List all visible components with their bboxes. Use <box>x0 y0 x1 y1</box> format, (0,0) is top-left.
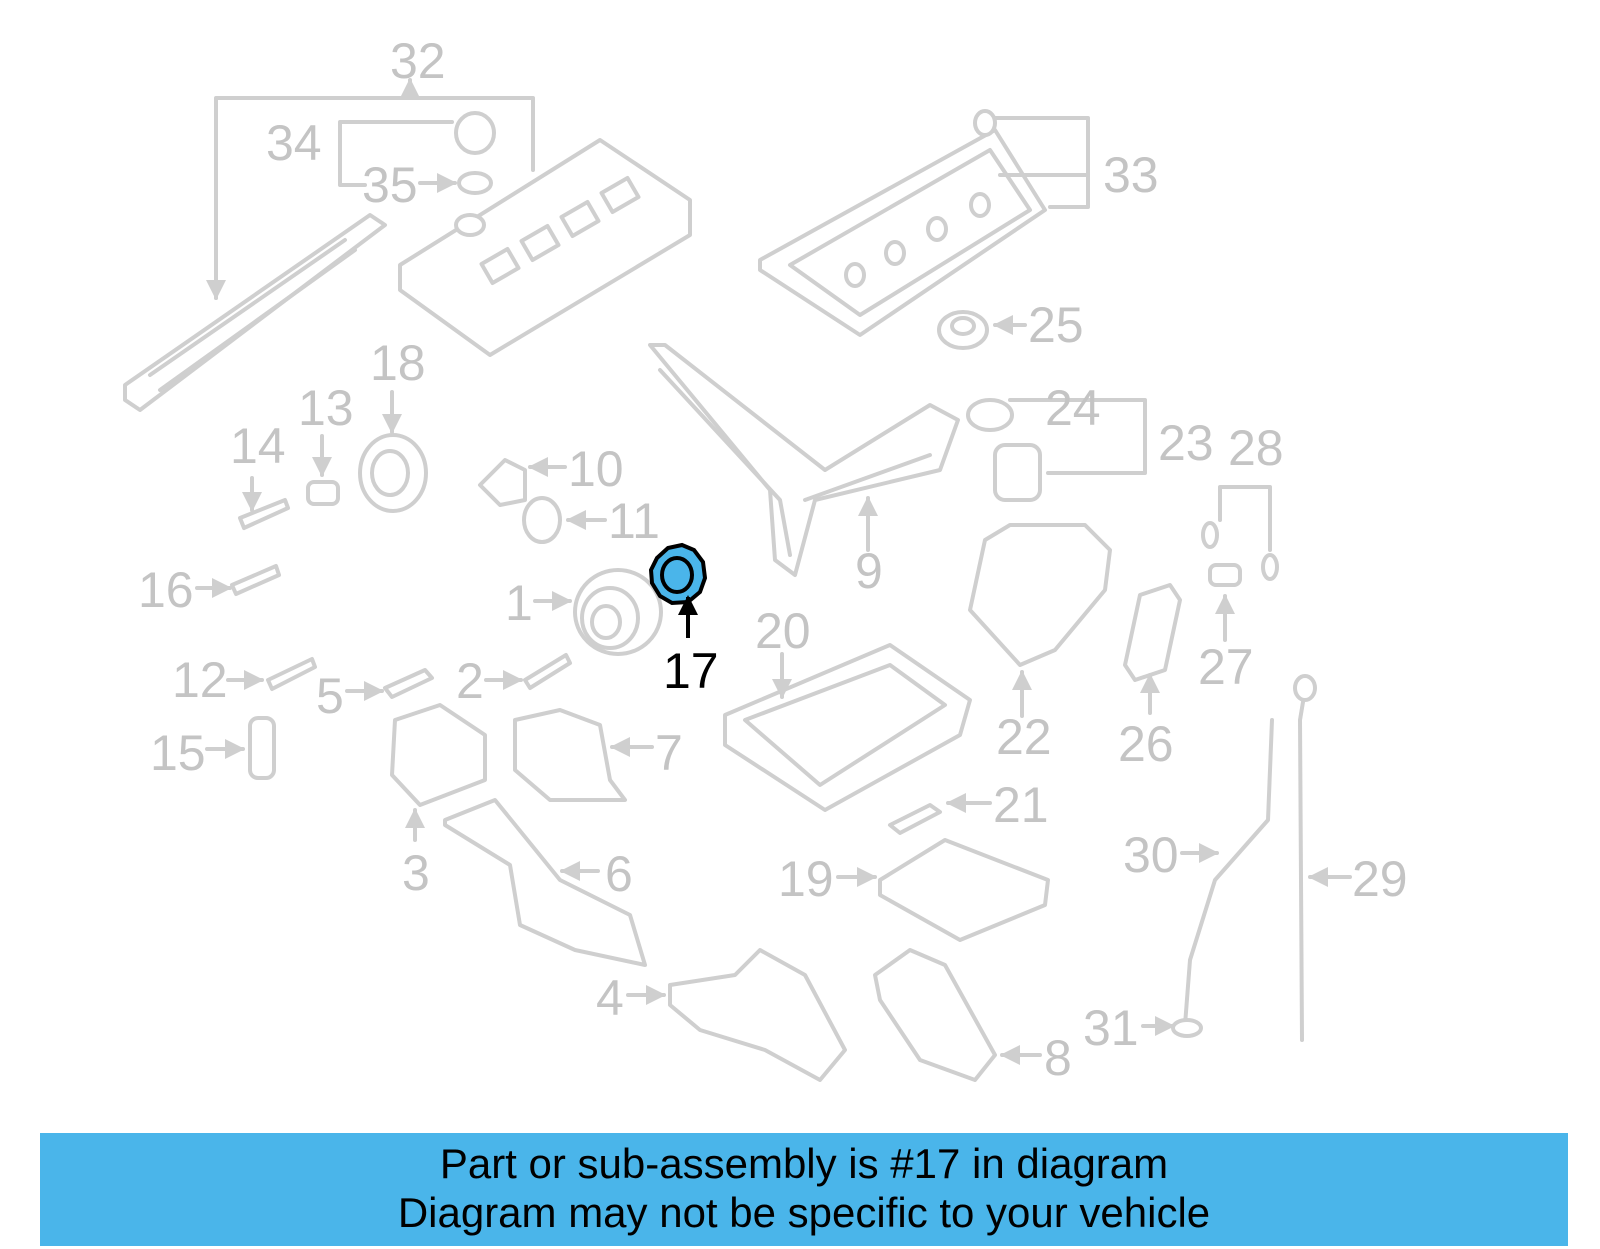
label-30: 30 <box>1123 827 1179 883</box>
part-11-roller <box>522 496 562 544</box>
part-8-cover <box>873 948 997 1082</box>
part-23-filter <box>993 443 1042 502</box>
label-12: 12 <box>172 652 228 708</box>
label-25: 25 <box>1028 297 1084 353</box>
label-1: 1 <box>505 575 533 631</box>
label-4: 4 <box>596 970 624 1026</box>
part-5 <box>383 668 434 699</box>
label-5: 5 <box>316 668 344 724</box>
label-26: 26 <box>1118 716 1174 772</box>
label-8: 8 <box>1044 1030 1072 1086</box>
label-13: 13 <box>298 380 354 436</box>
part-10-tensioner <box>478 458 527 507</box>
part-20-oil-pan <box>723 643 972 812</box>
label-33: 33 <box>1103 147 1159 203</box>
part-6-cover <box>443 798 647 967</box>
label-11: 11 <box>608 493 660 549</box>
label-14: 14 <box>230 418 286 474</box>
label-21: 21 <box>993 777 1049 833</box>
banner-line-2: Diagram may not be specific to your vehi… <box>397 1189 1211 1236</box>
banner-line-1: Part or sub-assembly is #17 in diagram <box>439 1140 1169 1187</box>
label-22: 22 <box>996 709 1052 765</box>
part-14-bolt <box>238 498 290 530</box>
label-35: 35 <box>362 157 418 213</box>
label-10: 10 <box>568 441 624 497</box>
info-banner: Part or sub-assembly is #17 in diagram D… <box>40 1133 1568 1246</box>
part-21-sensor <box>888 803 942 835</box>
label-2: 2 <box>456 653 484 709</box>
label-16: 16 <box>138 562 194 618</box>
label-18: 18 <box>370 335 426 391</box>
part-13 <box>306 480 340 506</box>
label-9: 9 <box>855 543 883 599</box>
label-20: 20 <box>755 603 811 659</box>
part-35-oring <box>457 171 493 195</box>
label-32: 32 <box>390 33 446 89</box>
part-15 <box>248 716 276 780</box>
part-4-cover <box>668 948 847 1082</box>
label-17: 17 <box>663 643 719 699</box>
label-19: 19 <box>778 851 834 907</box>
part-34-cap <box>454 111 496 155</box>
part-26 <box>1123 583 1182 682</box>
part-28-ring-a <box>1201 521 1219 549</box>
label-15: 15 <box>150 725 206 781</box>
label-7: 7 <box>655 725 683 781</box>
label-28: 28 <box>1228 420 1284 476</box>
label-34: 34 <box>266 115 322 171</box>
part-24-seal <box>966 398 1014 432</box>
part-16-bolt <box>230 564 281 596</box>
part-33-gasket <box>758 128 1047 337</box>
part-29-dipstick <box>1298 688 1307 1042</box>
part-12-bolt <box>266 657 317 691</box>
part-30-dipstick-tube <box>1183 718 1274 1027</box>
part-17-crank-sprocket <box>648 542 708 606</box>
label-27: 27 <box>1198 639 1254 695</box>
part-7-cover <box>513 708 627 802</box>
label-31: 31 <box>1083 1000 1139 1056</box>
part-22-housing <box>968 523 1112 667</box>
label-23: 23 <box>1158 415 1214 471</box>
label-3: 3 <box>402 845 430 901</box>
part-2-bolt <box>523 653 572 690</box>
part-27 <box>1208 563 1242 587</box>
part-9-timing-belt <box>648 343 960 577</box>
label-29: 29 <box>1352 851 1408 907</box>
part-28-ring-b <box>1261 553 1279 581</box>
label-6: 6 <box>605 846 633 902</box>
part-19-lower-pan <box>878 838 1050 942</box>
part-3-cover <box>390 703 487 807</box>
label-24: 24 <box>1045 380 1101 436</box>
